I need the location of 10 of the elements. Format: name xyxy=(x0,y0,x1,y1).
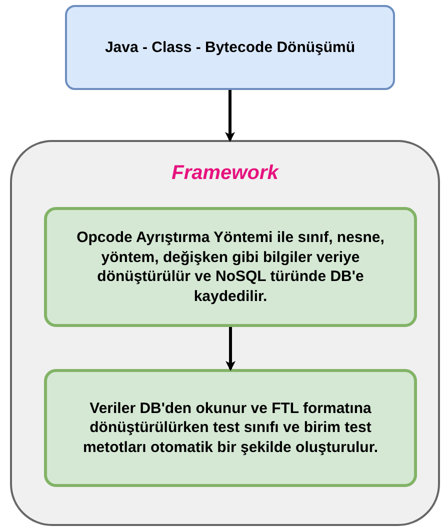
process-box xyxy=(65,5,395,90)
box-text: Java - Class - Bytecode Dönüşümü xyxy=(104,38,356,58)
box-text: Opcode Ayrıştırma Yöntemi ile sınıf, nesne, yöntem, değişken gibi bilgiler veriye dönüştürülür ve NoSQL türünde DB'e kaydedilir. xyxy=(76,228,386,306)
container-box xyxy=(10,140,440,526)
process-box xyxy=(44,207,417,327)
arrow xyxy=(226,327,236,371)
group-title: Framework xyxy=(170,162,280,185)
arrow xyxy=(225,90,235,142)
box-text: Veriler DB'den okunur ve FTL formatına dönüştürülürken test sınıfı ve birim test metotları otomatik bir şekilde oluşturulur. xyxy=(82,398,380,458)
process-box xyxy=(44,369,417,487)
